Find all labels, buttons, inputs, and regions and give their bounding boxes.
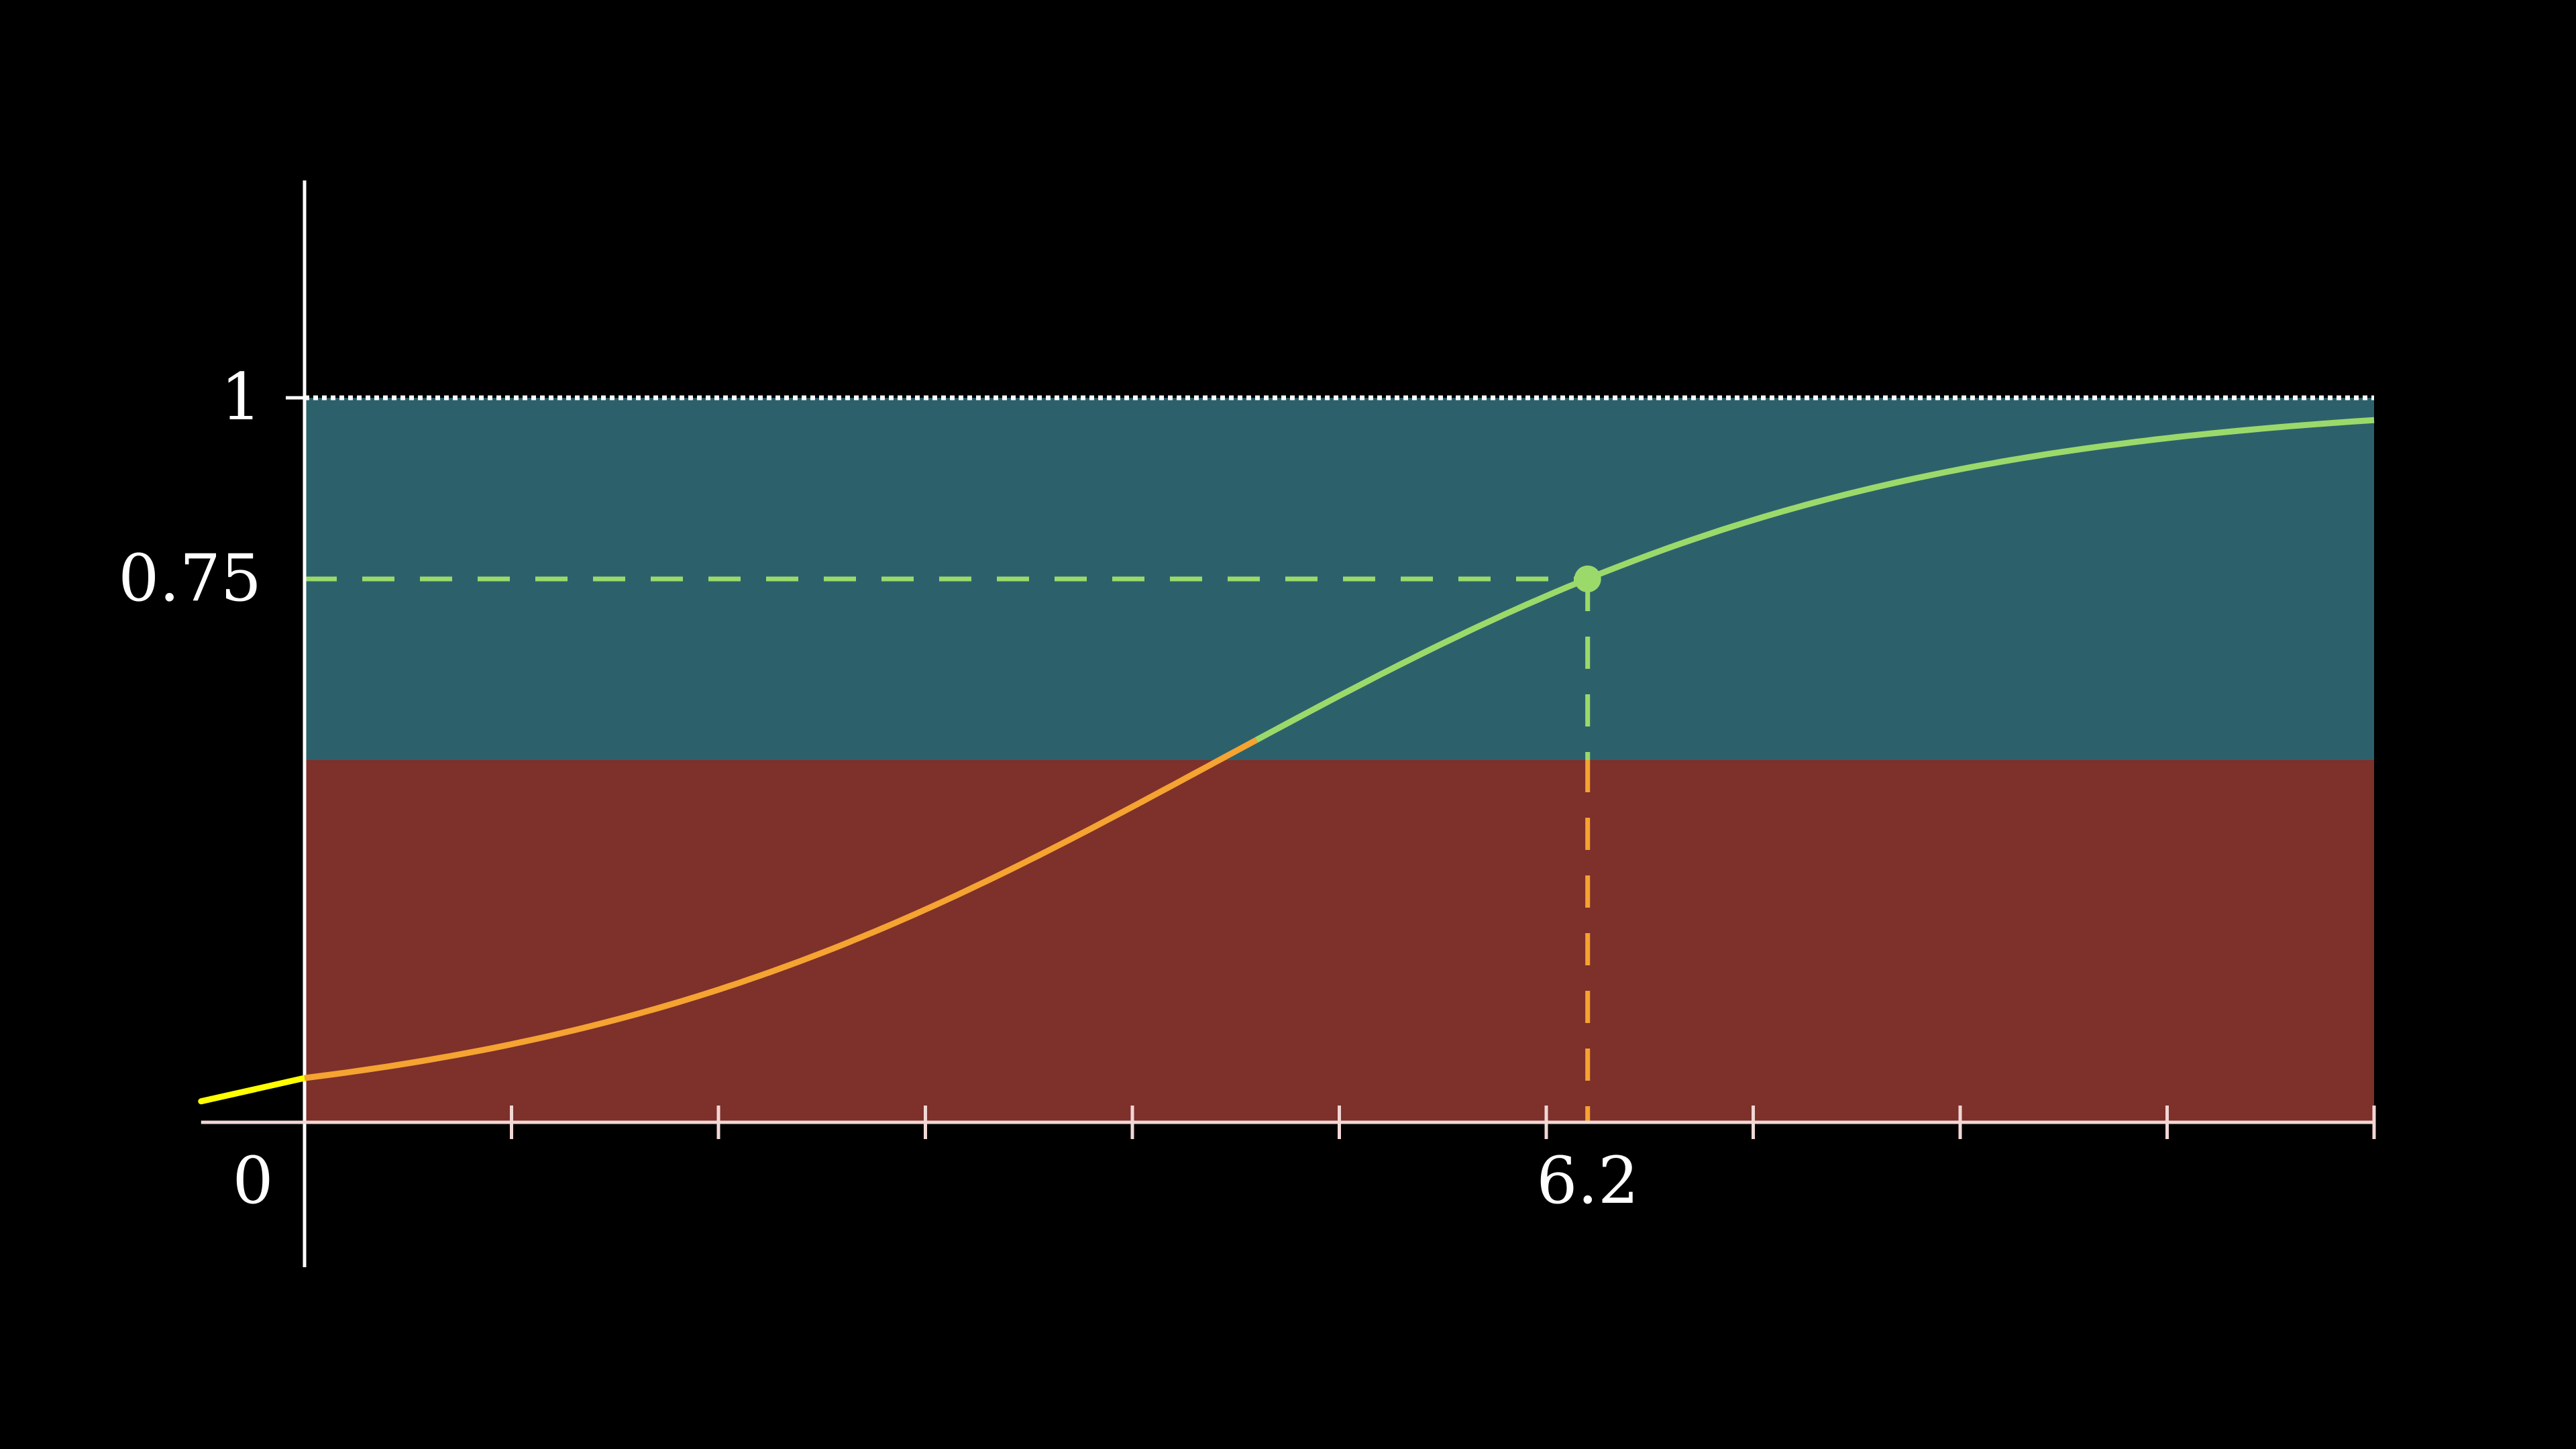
highlight-point — [1574, 566, 1601, 592]
curve-segment-lower — [304, 737, 1258, 1081]
guides — [305, 395, 2374, 1122]
curve — [198, 417, 2375, 1105]
x-tick-label: 0 — [232, 1143, 273, 1218]
region-lower — [305, 760, 2374, 1122]
y-tick-label: 0.75 — [118, 541, 262, 616]
y-tick-label: 1 — [221, 360, 262, 435]
x-tick-label: 6.2 — [1536, 1143, 1639, 1218]
curve-segment-start — [198, 1075, 308, 1105]
axes — [201, 180, 2376, 1267]
regions — [305, 398, 2374, 1122]
tick-labels: 0 6.2 1 0.75 — [118, 360, 1639, 1218]
curve-segment-upper — [1254, 417, 2375, 743]
